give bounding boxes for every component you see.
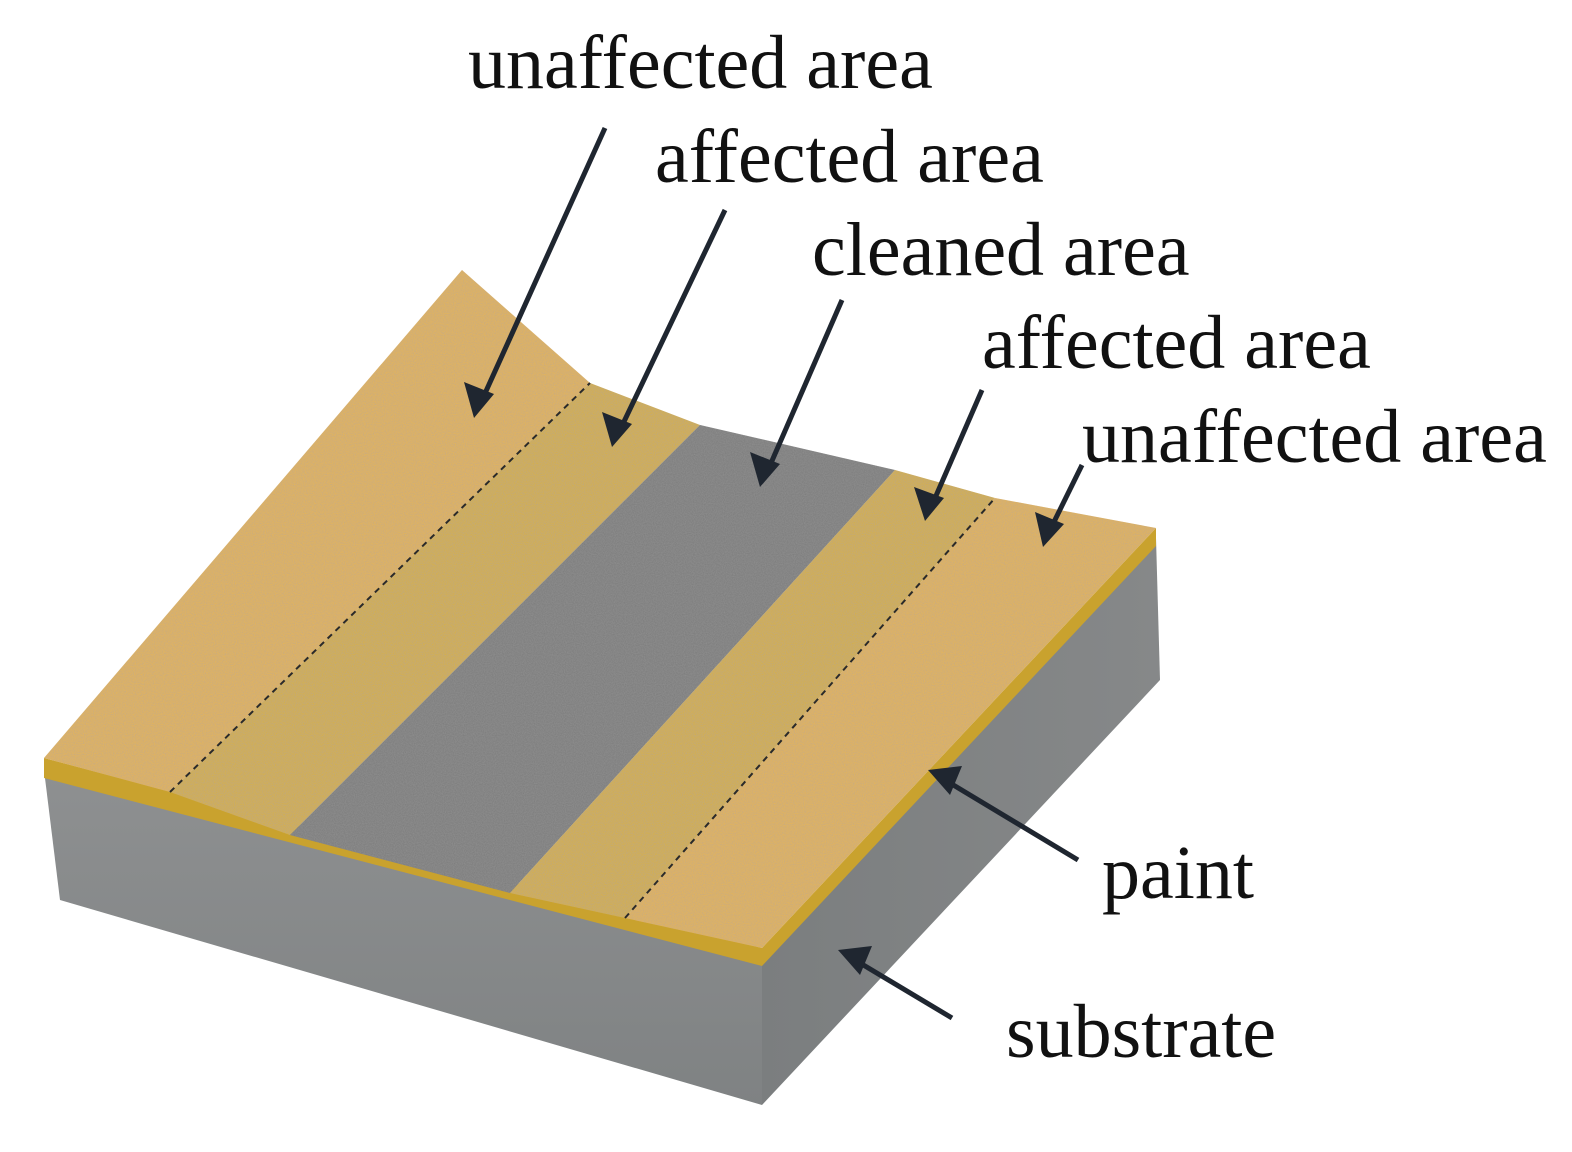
substrate-front-face [44,770,762,1105]
arrow-cleaned [750,299,845,487]
arrow-affected-left [602,208,728,447]
unaffected-area-right-surface [625,498,1156,948]
label-affected-area-right: affected area [982,301,1371,385]
affected-area-right-surface [510,470,995,918]
arrow-paint [928,766,1080,863]
unaffected-area-left-surface [44,270,590,792]
boundary-dash-left [169,382,591,793]
label-unaffected-area-right: unaffected area [1082,395,1547,479]
paint-layer-edge-side [762,528,1156,966]
arrow-unaffected-right [1035,463,1085,547]
arrow-substrate [838,946,954,1021]
affected-area-left-surface [170,383,700,835]
cleaned-area-surface [290,425,895,893]
label-substrate: substrate [1006,990,1276,1074]
arrow-affected-right [914,389,985,521]
boundary-dash-right [624,497,996,919]
label-paint: paint [1102,831,1254,915]
label-affected-area-left: affected area [655,115,1044,199]
label-cleaned-area: cleaned area [812,208,1190,292]
arrow-unaffected-left [464,126,608,418]
label-unaffected-area-left: unaffected area [468,21,933,105]
